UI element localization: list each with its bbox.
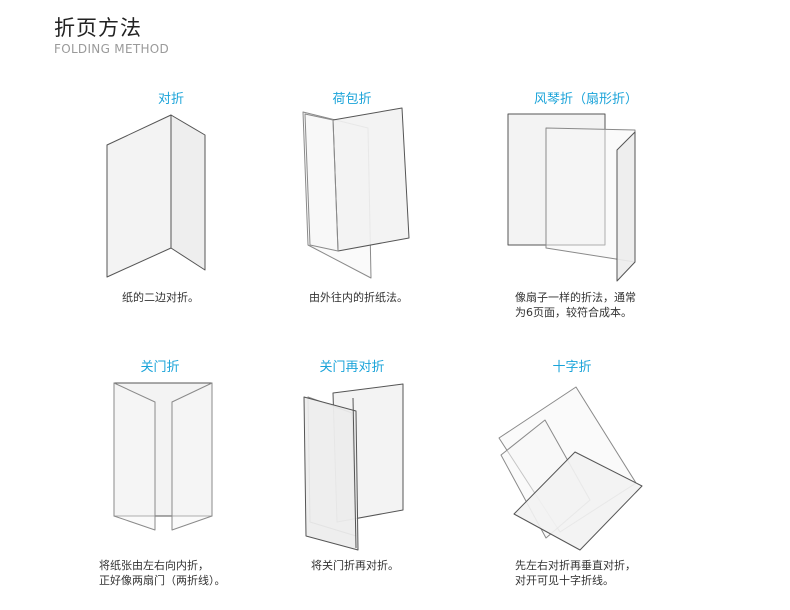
desc-line: 像扇子一样的折法，通常 (515, 291, 636, 304)
gate-fold-illustration (113, 382, 213, 531)
page-subtitle: FOLDING METHOD (54, 42, 170, 56)
half-fold-illustration (106, 114, 206, 278)
desc-accordion-fold: 像扇子一样的折法，通常 为6页面，较符合成本。 (515, 290, 636, 320)
desc-line: 将关门折再对折。 (311, 559, 399, 572)
desc-line: 由外往内的折纸法。 (309, 291, 408, 304)
label-accordion-fold: 风琴折（扇形折） (533, 92, 639, 107)
label-gate-fold: 关门折 (140, 360, 180, 375)
desc-line: 将纸张由左右向内折， (99, 559, 209, 572)
pocket-fold-inner-panel (304, 113, 339, 252)
label-half-fold: 对折 (157, 92, 185, 107)
half-fold-right-panel (170, 114, 206, 271)
desc-line: 对开可见十字折线。 (515, 574, 614, 587)
accordion-panel-3 (616, 131, 636, 282)
desc-double-gate-fold: 将关门折再对折。 (311, 558, 399, 573)
desc-cross-fold: 先左右对折再垂直对折， 对开可见十字折线。 (515, 558, 636, 588)
pocket-fold-illustration (302, 107, 410, 279)
desc-pocket-fold: 由外往内的折纸法。 (309, 290, 408, 305)
label-cross-fold: 十字折 (552, 360, 592, 375)
desc-half-fold: 纸的二边对折。 (122, 290, 199, 305)
desc-line: 正好像两扇门（两折线）。 (99, 574, 226, 587)
half-fold-left-panel (106, 114, 172, 278)
double-gate-fold-illustration (303, 383, 404, 551)
label-pocket-fold: 荷包折 (332, 92, 372, 107)
cross-fold-front-sheet (513, 451, 643, 551)
desc-line: 纸的二边对折。 (122, 291, 199, 304)
desc-line: 先左右对折再垂直对折， (515, 559, 636, 572)
page-title: 折页方法 (54, 16, 142, 40)
accordion-fold-illustration (507, 113, 636, 282)
gate-fold-right-door (171, 382, 213, 531)
desc-gate-fold: 将纸张由左右向内折， 正好像两扇门（两折线）。 (99, 558, 226, 588)
pocket-fold-front-panel (332, 107, 410, 252)
double-gate-fold-line (352, 397, 357, 549)
double-gate-front-panel (303, 396, 359, 551)
cross-fold-illustration (498, 386, 643, 551)
label-double-gate-fold: 关门再对折 (319, 360, 385, 375)
desc-line: 为6页面，较符合成本。 (515, 306, 632, 319)
gate-fold-left-door (113, 382, 156, 531)
